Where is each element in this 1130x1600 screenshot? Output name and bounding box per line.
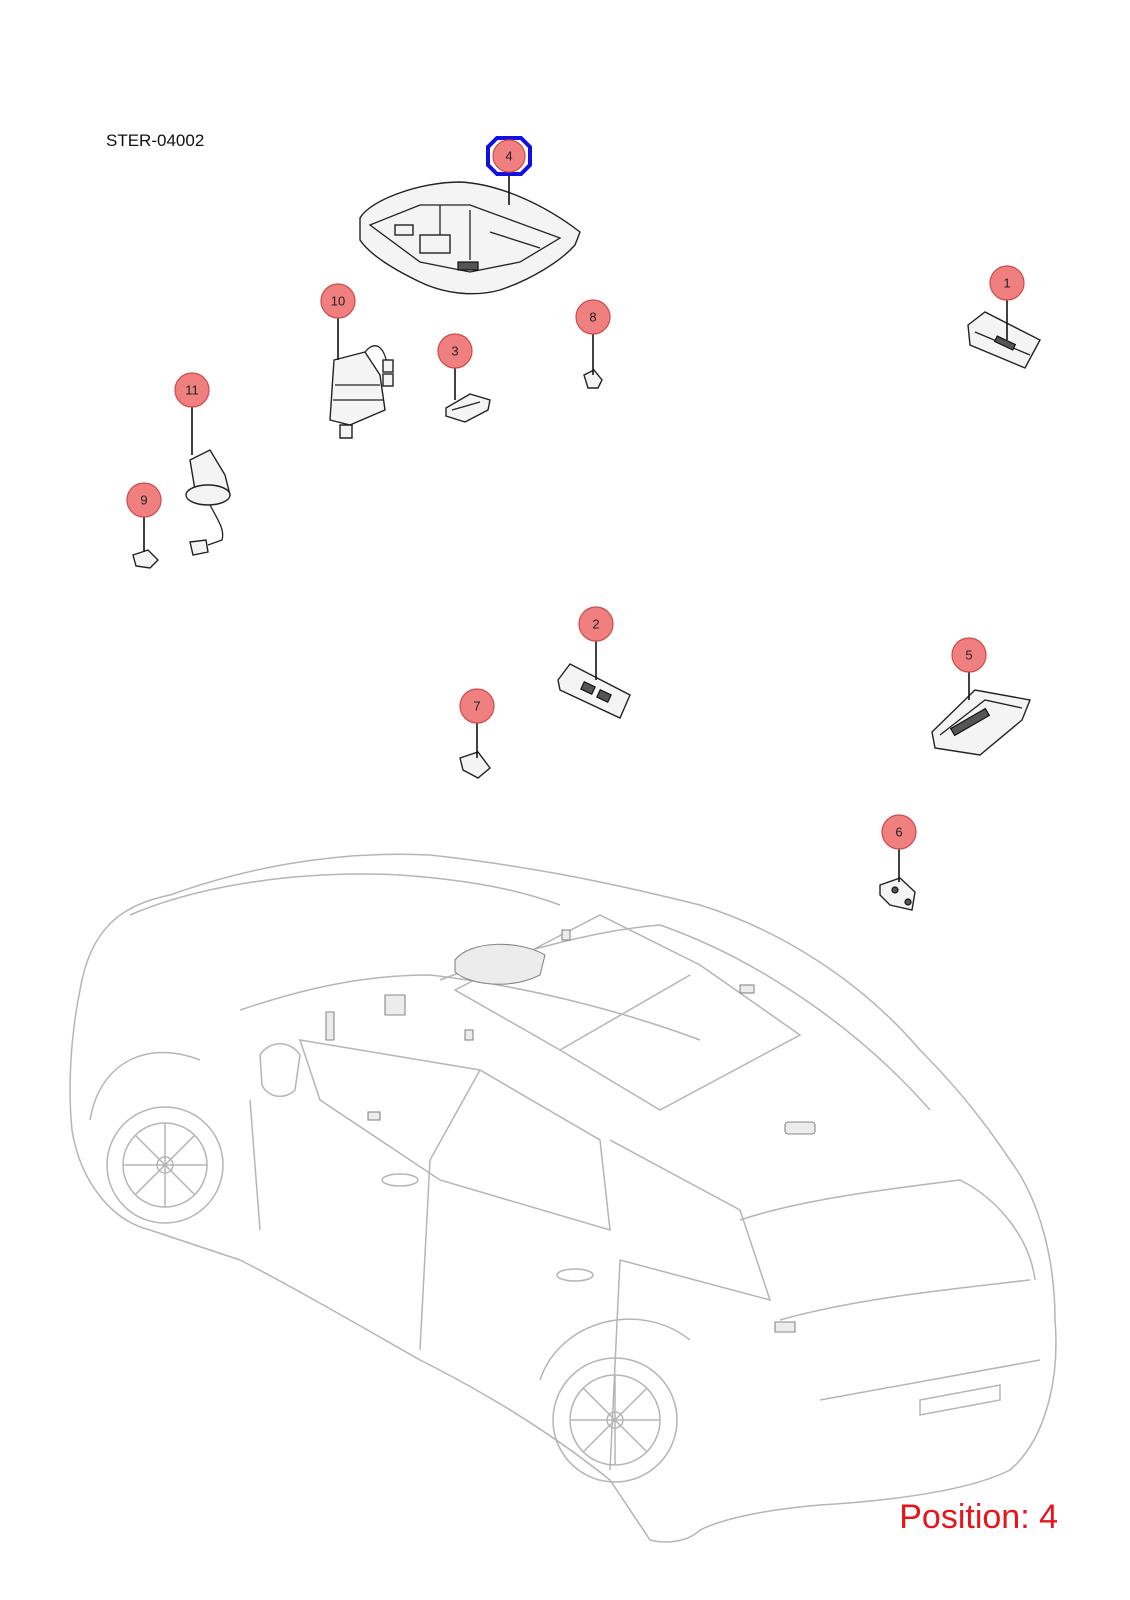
leader-lines (143, 172, 1008, 882)
callout-2-circle[interactable] (578, 606, 614, 642)
callout-7[interactable]: 7 (459, 688, 495, 724)
callout-5-label: 5 (965, 648, 972, 663)
part-1-switch-module[interactable] (967, 311, 1041, 369)
callout-6-circle[interactable] (881, 814, 917, 850)
callout-11[interactable]: 11 (174, 372, 210, 408)
callout-6[interactable]: 6 (881, 814, 917, 850)
callout-8[interactable]: 8 (575, 299, 611, 335)
callout-9-label: 9 (140, 493, 147, 508)
part-10-reading-lamp[interactable] (329, 345, 394, 439)
part-11-courtesy-lamp[interactable] (185, 449, 231, 556)
callout-3-circle[interactable] (437, 333, 473, 369)
position-label: Position: 4 (899, 1498, 1058, 1536)
callout-3[interactable]: 3 (437, 333, 473, 369)
callout-4-label: 4 (505, 149, 512, 164)
callout-6-label: 6 (895, 825, 902, 840)
part-2-window-switch[interactable] (557, 663, 631, 719)
part-4-overhead-console[interactable] (359, 181, 581, 295)
callout-11-label: 11 (185, 383, 199, 398)
part-6-bracket[interactable] (879, 877, 916, 911)
part-9-connector[interactable] (132, 549, 159, 569)
part-5-dome-lamp[interactable] (931, 689, 1031, 756)
callout-1[interactable]: 1 (989, 265, 1025, 301)
callout-11-circle[interactable] (174, 372, 210, 408)
callout-10-circle[interactable] (320, 283, 356, 319)
callout-7-label: 7 (473, 699, 480, 714)
callout-4[interactable]: 4 (486, 136, 532, 176)
callout-10-label: 10 (331, 294, 345, 309)
callout-8-circle[interactable] (575, 299, 611, 335)
callout-9[interactable]: 9 (126, 482, 162, 518)
vehicle-illustration (69, 853, 1057, 1543)
callout-1-label: 1 (1003, 276, 1010, 291)
callout-9-circle[interactable] (126, 482, 162, 518)
callout-5[interactable]: 5 (951, 637, 987, 673)
diagram-code: STER-04002 (106, 131, 205, 150)
callout-3-label: 3 (451, 344, 458, 359)
callout-2[interactable]: 2 (578, 606, 614, 642)
callout-10[interactable]: 10 (320, 283, 356, 319)
callout-4-circle[interactable] (492, 139, 526, 173)
part-7-sensor[interactable] (459, 751, 491, 779)
callout-4-highlight (486, 136, 532, 176)
callout-5-circle[interactable] (951, 637, 987, 673)
callout-8-label: 8 (589, 310, 596, 325)
part-3-lamp[interactable] (445, 393, 491, 423)
callout-7-circle[interactable] (459, 688, 495, 724)
callout-1-circle[interactable] (989, 265, 1025, 301)
callout-2-label: 2 (592, 617, 599, 632)
